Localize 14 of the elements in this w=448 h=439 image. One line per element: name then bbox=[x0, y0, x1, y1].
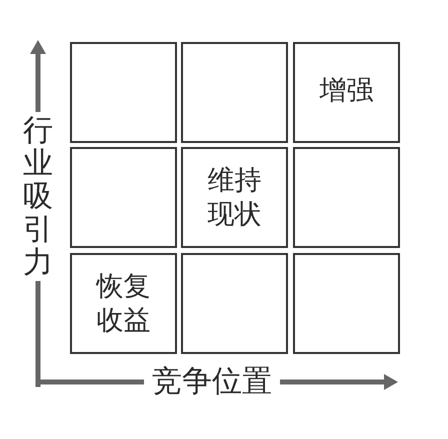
cell-text: 恢复收益 bbox=[95, 270, 152, 338]
empty-cell bbox=[70, 42, 177, 143]
cell-text: 维持现状 bbox=[206, 164, 262, 232]
empty-cell bbox=[293, 253, 400, 354]
empty-cell bbox=[293, 147, 400, 248]
axis-label: 竞争位置 bbox=[144, 367, 280, 397]
matrix-cell bbox=[293, 42, 400, 143]
empty-cell bbox=[181, 253, 288, 354]
cell-text: 增强 bbox=[318, 74, 374, 108]
matrix-cell bbox=[70, 253, 177, 354]
empty-cell bbox=[70, 147, 177, 248]
empty-cell bbox=[181, 42, 288, 143]
matrix-cell bbox=[181, 147, 288, 248]
axis-label: 行业吸引力 bbox=[23, 112, 53, 281]
